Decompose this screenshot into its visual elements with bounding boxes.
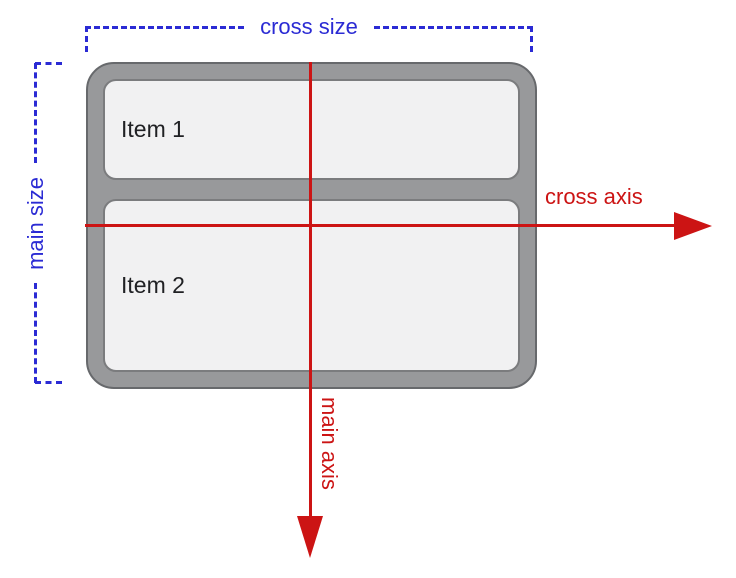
- main-size-tick-top: [35, 62, 62, 65]
- cross-size-tick-right: [530, 26, 533, 52]
- cross-axis-label: cross axis: [545, 184, 643, 209]
- cross-size-dash-right: [373, 25, 534, 29]
- main-axis-label: main axis: [317, 397, 342, 490]
- flex-item-2-label: Item 2: [121, 272, 185, 298]
- cross-axis-line: [85, 224, 677, 227]
- main-size-tick-bottom: [35, 381, 62, 384]
- cross-size-label: cross size: [260, 14, 358, 39]
- main-axis-arrowhead-icon: [297, 516, 323, 558]
- cross-size-bracket: cross size: [85, 13, 534, 41]
- main-size-dash-top: [34, 63, 37, 163]
- cross-size-tick-left: [85, 26, 88, 52]
- flex-item-1-label: Item 1: [121, 116, 185, 142]
- cross-axis-arrowhead-icon: [674, 212, 712, 240]
- cross-size-dash-left: [85, 25, 245, 29]
- main-axis-line: [309, 62, 312, 518]
- main-size-dash-bottom: [34, 283, 37, 384]
- main-size-label: main size: [22, 176, 48, 270]
- main-size-bracket: main size: [23, 63, 48, 384]
